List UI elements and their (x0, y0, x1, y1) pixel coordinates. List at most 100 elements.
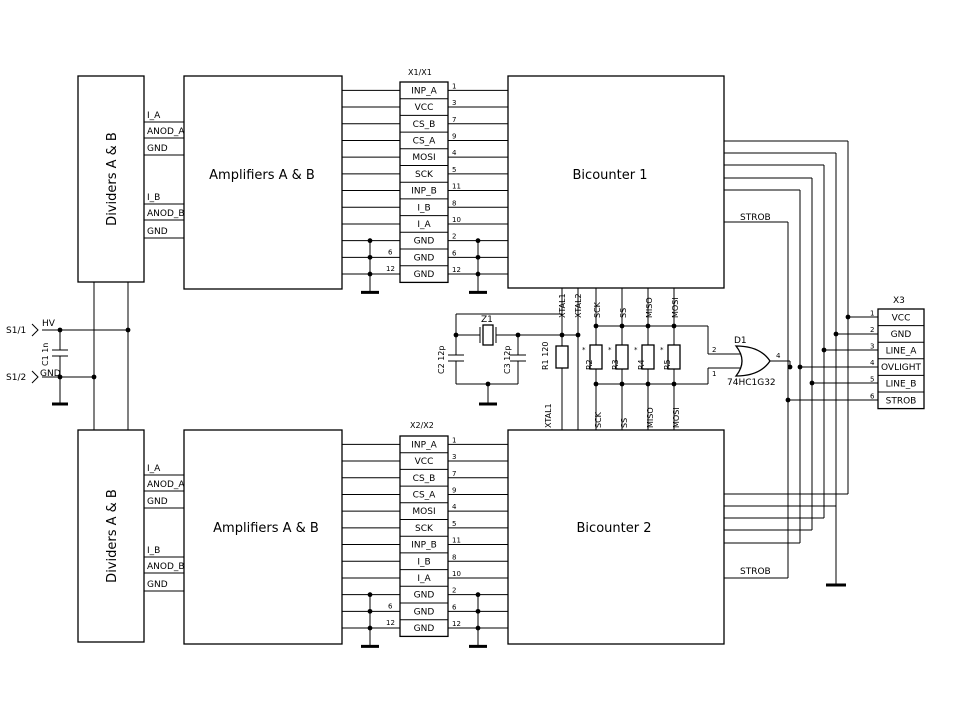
connector-pin-label: I_A (417, 220, 431, 230)
connector-pin-number: 2 (452, 233, 456, 241)
connector-pin-label: CS_A (413, 136, 436, 146)
resistor-label: R2 (585, 359, 594, 370)
x3-pin-number: 3 (870, 343, 874, 351)
connector-pin-label: CS_A (413, 490, 436, 500)
connector-pin-number: 6 (452, 603, 457, 611)
x3-pin-number: 4 (870, 359, 875, 367)
connector-x1-title: X1/X1 (408, 68, 432, 77)
x3-pin-label: LINE_A (886, 347, 918, 357)
x3-pin-number: 1 (870, 309, 874, 317)
x3-pin-label: STROB (886, 396, 917, 406)
x3-pin-label: OVLIGHT (881, 363, 921, 373)
connector-x3-title: X3 (893, 296, 905, 306)
connector-pin-number: 4 (452, 149, 457, 157)
resistor-label: R5 (663, 359, 672, 370)
input-s1-2-label: S1/2 (6, 373, 26, 383)
c3-label: C3 12p (503, 346, 512, 374)
resistor-marker: * (608, 346, 612, 354)
dividers-block-top (77, 75, 145, 283)
resistor-label: R3 (611, 359, 620, 370)
connector-pin-number: 1 (452, 82, 456, 90)
connector-pin-label: GND (414, 253, 435, 263)
resistor-marker: * (660, 346, 664, 354)
bus-label-bottom: SCK (594, 411, 603, 428)
connector-pin-number: 7 (452, 116, 456, 124)
connector-pin-label: GND (414, 624, 435, 634)
amplifiers-label-top: Amplifiers A & B (209, 168, 315, 183)
bicounter2-label: Bicounter 2 (577, 521, 652, 536)
connector-pin-label: GND (414, 607, 435, 617)
divider-signal-label: I_A (147, 111, 161, 121)
bicounter2-block (507, 429, 725, 645)
x3-pin-number: 5 (870, 376, 874, 384)
connector-pin-label: INP_B (411, 187, 437, 197)
divider-signal-label: GND (147, 227, 168, 237)
divider-signal-label: I_B (147, 546, 160, 556)
connector-pin-label: MOSI (412, 507, 435, 517)
bus-label-bottom: MISO (646, 407, 655, 428)
dividers-block-bottom (77, 429, 145, 643)
divider-signal-label: I_A (147, 464, 161, 474)
dividers-label-top: Dividers A & B (105, 132, 120, 226)
d1-pin-in2: 1 (712, 370, 716, 378)
divider-signal-label: GND (147, 144, 168, 154)
connector-pin-label: INP_A (411, 440, 437, 450)
x3-pin-label: VCC (892, 313, 911, 323)
connector-pin-number: 1 (452, 436, 456, 444)
divider-signal-label: GND (147, 497, 168, 507)
bus-label-top: SS (619, 308, 628, 318)
input-s1-1-label: S1/1 (6, 326, 26, 336)
divider-signal-label: ANOD_A (147, 480, 185, 490)
connector-pin-label: I_B (417, 203, 430, 213)
connector-pin-number: 8 (452, 199, 456, 207)
bus-label-bottom: MOSI (672, 407, 681, 428)
bus-label-top: SCK (593, 301, 602, 318)
x3-pin-number: 2 (870, 326, 874, 334)
bus-label-top: MISO (645, 297, 654, 318)
connector-left-number: 12 (386, 265, 395, 273)
z1-label: Z1 (481, 315, 493, 325)
divider-signal-label: GND (147, 580, 168, 590)
bus-label-bottom: SS (620, 418, 629, 428)
input-section (31, 282, 131, 430)
amplifiers-block-top (183, 75, 343, 290)
output-bus (724, 140, 878, 587)
hv-label: HV (42, 319, 56, 329)
connector-pin-label: SCK (415, 524, 434, 534)
bus-label-bottom: XTAL1 (544, 403, 553, 428)
connector-pin-number: 5 (452, 520, 456, 528)
connector-pin-number: 3 (452, 99, 456, 107)
divider-signal-label: I_B (147, 193, 160, 203)
amplifiers-block-bottom (183, 429, 343, 645)
bicounter1-block (507, 75, 725, 289)
connector-pin-number: 6 (452, 249, 457, 257)
connector-pin-label: GND (414, 591, 435, 601)
connector-pin-label: INP_B (411, 541, 437, 551)
r1-label: R1 120 (541, 342, 550, 370)
connector-pin-number: 3 (452, 453, 456, 461)
bus-label-top: MOSI (671, 297, 680, 318)
d1-part-label: 74HC1G32 (727, 378, 776, 388)
connector-pin-label: VCC (415, 103, 434, 113)
x3-pin-label: GND (891, 330, 912, 340)
connector-x2-title: X2/X2 (410, 421, 434, 430)
gnd-input-label: GND (40, 369, 61, 379)
d1-pin-in1: 2 (712, 346, 716, 354)
d1-pin-out: 4 (776, 352, 781, 360)
bicounter1-label: Bicounter 1 (573, 168, 648, 183)
connector-pin-number: 9 (452, 132, 456, 140)
connector-pin-number: 8 (452, 553, 456, 561)
connector-pin-label: I_B (417, 557, 430, 567)
connector-pin-number: 11 (452, 183, 461, 191)
dividers-label-bottom: Dividers A & B (105, 489, 120, 583)
connector-pin-number: 2 (452, 587, 456, 595)
connector-pin-number: 10 (452, 216, 461, 224)
pullup-resistors: R2*R3*R4*R5* (582, 323, 708, 387)
connector-pin-label: SCK (415, 170, 434, 180)
crystal-section (448, 288, 581, 430)
